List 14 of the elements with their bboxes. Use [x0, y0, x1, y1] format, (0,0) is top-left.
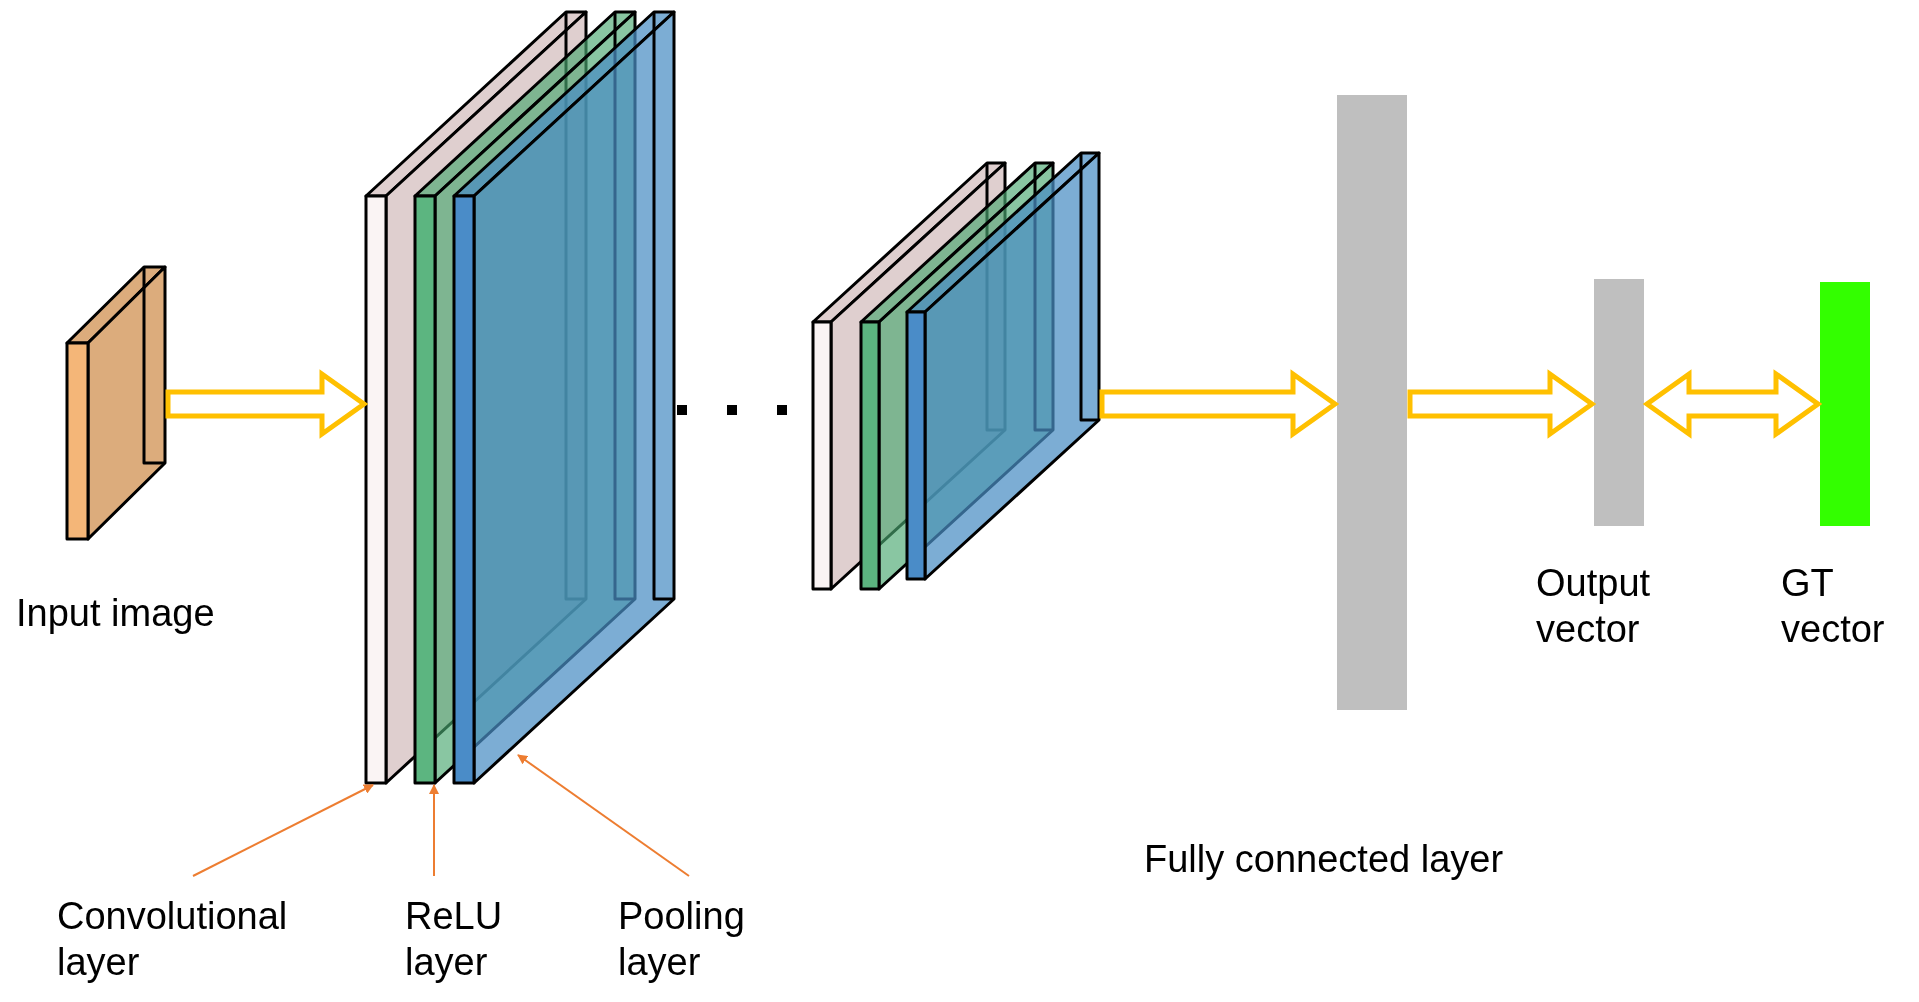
leader-line: [192, 784, 374, 877]
layer-label: Convolutional layer: [57, 894, 289, 986]
hollow-arrow: [1642, 369, 1823, 439]
layer-label: GT vector: [1781, 561, 1886, 653]
layer-label: ReLU layer: [405, 894, 504, 986]
hollow-arrow: [1407, 369, 1597, 439]
hollow-arrow: [1099, 369, 1340, 439]
layer-label: Fully connected layer: [1144, 837, 1505, 882]
leader-line: [517, 754, 690, 877]
layer-label: Output vector: [1536, 561, 1652, 653]
layer-label: Input image: [16, 591, 216, 636]
layer-label: Pooling layer: [618, 894, 746, 986]
hollow-arrow: [165, 369, 369, 439]
leader-line: [429, 784, 439, 877]
